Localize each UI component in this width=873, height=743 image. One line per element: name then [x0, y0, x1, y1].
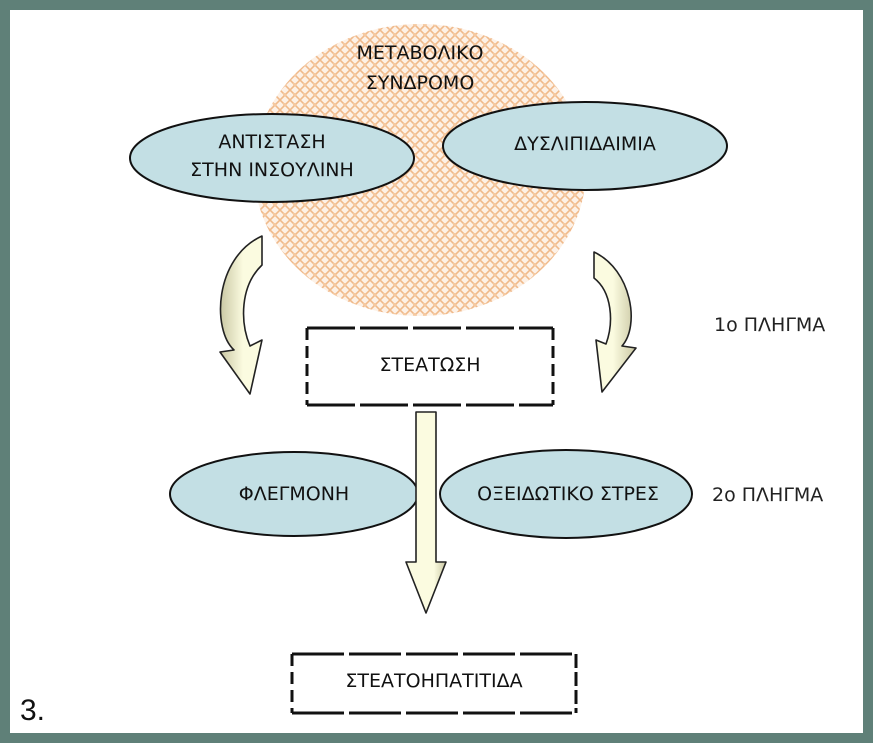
figure-number: 3.	[20, 694, 46, 727]
insulin-resistance-line1: ΑΝΤΙΣΤΑΣΗ	[218, 131, 326, 153]
oxidative-stress-label: ΟΞΕΙΔΩΤΙΚΟ ΣΤΡΕΣ	[477, 483, 659, 505]
right-curved-arrow	[593, 251, 637, 393]
steatohepatitis-box	[290, 652, 578, 715]
insulin-resistance-line2: ΣΤΗΝ ΙΝΣΟΥΛΙΝΗ	[190, 159, 354, 181]
dyslipidemia-label: ΔΥΣΛΙΠΙΔΑΙΜΙΑ	[514, 133, 656, 155]
steatosis-label: ΣΤΕΑΤΩΣΗ	[379, 354, 481, 376]
insulin-resistance-ellipse	[129, 113, 415, 203]
metabolic-syndrome-cloud	[254, 24, 586, 316]
metabolic-syndrome-line2: ΣΥΝΔΡΟΜΟ	[365, 72, 475, 94]
left-curved-arrow	[219, 235, 263, 395]
oxidative-stress-ellipse	[439, 449, 693, 539]
steatohepatitis-label: ΣΤΕΑΤΟΗΠΑΤΙΤΙΔΑ	[345, 670, 523, 692]
metabolic-syndrome-label: ΜΕΤΑΒΟΛΙΚΟ ΣΥΝΔΡΟΜΟ	[340, 38, 500, 98]
steatosis-box	[305, 326, 555, 407]
metabolic-syndrome-line1: ΜΕΤΑΒΟΛΙΚΟ	[356, 42, 484, 64]
center-down-arrow	[405, 411, 447, 614]
inflammation-label: ΦΛΕΓΜΟΝΗ	[238, 483, 350, 505]
insulin-resistance-label: ΑΝΤΙΣΤΑΣΗ ΣΤΗΝ ΙΝΣΟΥΛΙΝΗ	[172, 128, 372, 184]
dyslipidemia-ellipse	[442, 101, 728, 191]
first-hit-label: 1ο ΠΛΗΓΜΑ	[714, 314, 826, 336]
second-hit-label: 2ο ΠΛΗΓΜΑ	[712, 484, 824, 506]
